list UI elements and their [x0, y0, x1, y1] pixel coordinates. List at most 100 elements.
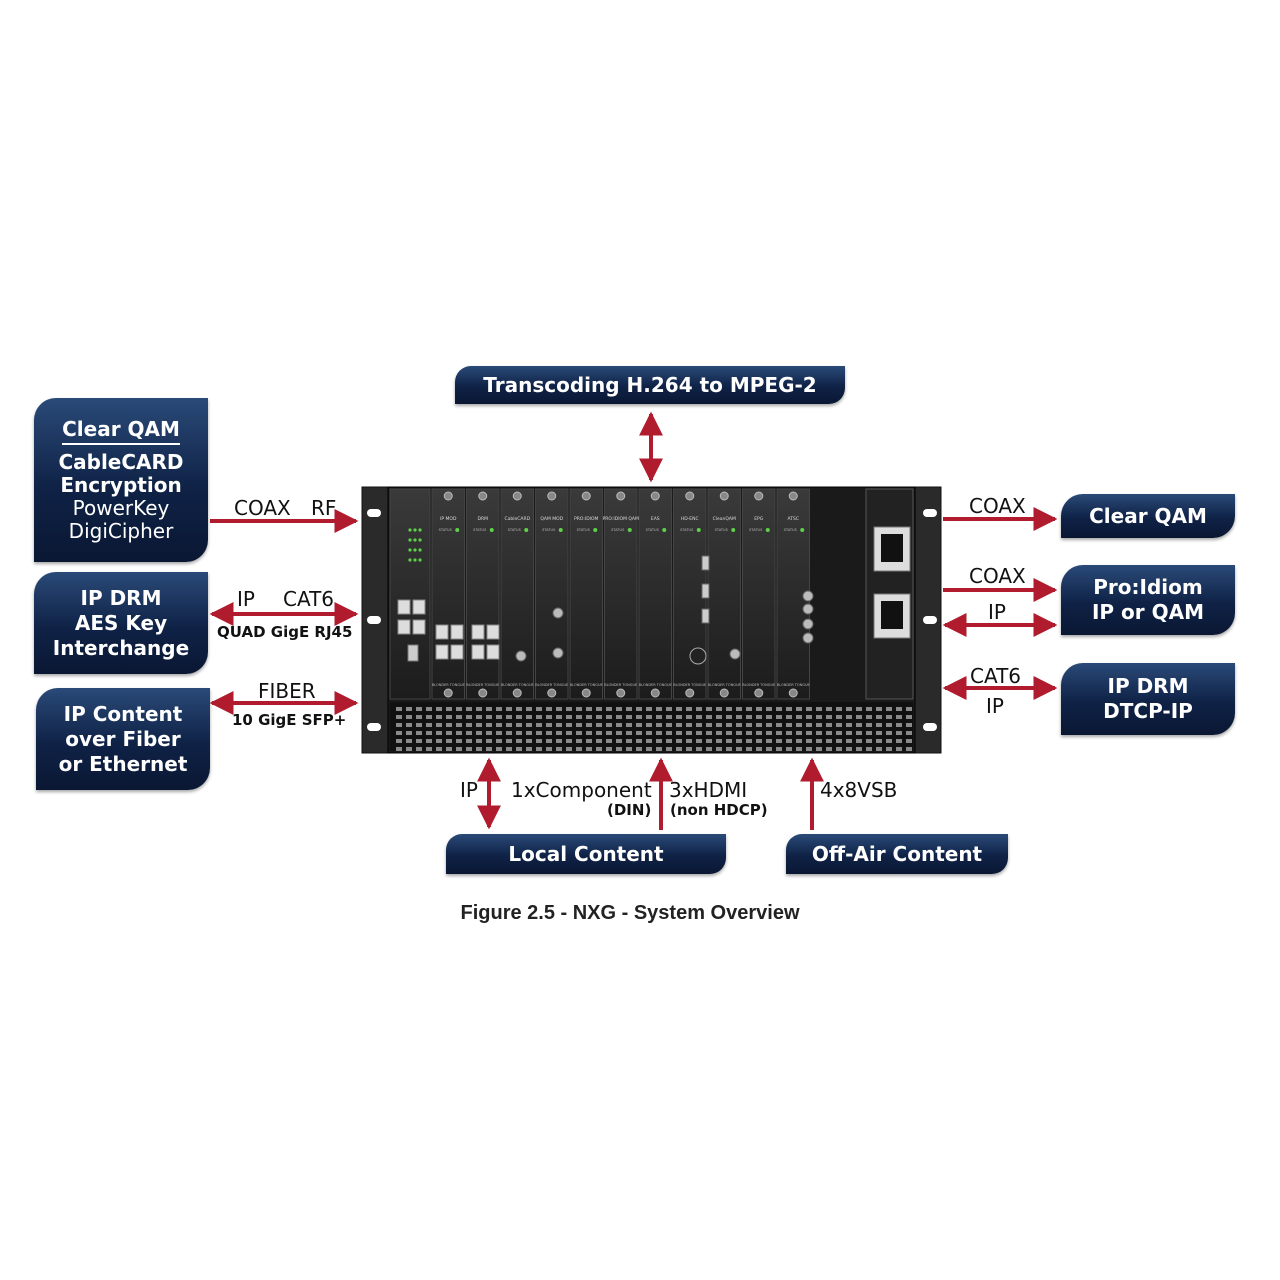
grille-vent: [466, 731, 472, 735]
grille-vent: [856, 731, 862, 735]
ip-drm-dtcp-box: IP DRM DTCP-IP: [1061, 663, 1235, 735]
grille-vent: [536, 707, 542, 711]
grille-vent: [816, 739, 822, 743]
grille-vent: [396, 731, 402, 735]
card-status-label: STATUS: [611, 528, 625, 532]
status-led: [413, 558, 417, 562]
grille-vent: [646, 731, 652, 735]
grille-vent: [706, 731, 712, 735]
rj45-port: [471, 624, 485, 640]
left2-cat6-label: CAT6: [283, 587, 335, 611]
grille-vent: [586, 723, 592, 727]
card-screw: [788, 491, 798, 501]
grille-vent: [866, 723, 872, 727]
grille-vent: [846, 731, 852, 735]
grille-vent: [576, 731, 582, 735]
grille-vent: [406, 731, 412, 735]
grille-vent: [676, 747, 682, 751]
grille-vent: [746, 731, 752, 735]
grille-vent: [736, 731, 742, 735]
atsc-coax-connector: [802, 618, 814, 630]
card-footer-label: BLONDER TONGUE: [673, 683, 706, 687]
grille-vent: [496, 731, 502, 735]
right2-coax-label: COAX: [969, 564, 1026, 588]
grille-vent: [396, 707, 402, 711]
grille-vent: [826, 715, 832, 719]
grille-vent: [656, 731, 662, 735]
grille-vent: [476, 715, 482, 719]
card-label: CleanQAM: [713, 516, 736, 522]
grille-vent: [616, 715, 622, 719]
grille-vent: [596, 707, 602, 711]
left3-10gige-label: 10 GigE SFP+: [232, 711, 347, 729]
status-led: [413, 528, 417, 532]
grille-vent: [396, 747, 402, 751]
status-led: [408, 538, 412, 542]
grille-vent: [486, 747, 492, 751]
grille-vent: [556, 715, 562, 719]
grille-vent: [716, 739, 722, 743]
grille-vent: [516, 723, 522, 727]
grille-vent: [846, 747, 852, 751]
grille-vent: [576, 707, 582, 711]
rj45-port: [471, 644, 485, 660]
rj45-port: [397, 619, 411, 635]
bottom-8vsb-label: 4x8VSB: [820, 778, 898, 802]
grille-vent: [526, 723, 532, 727]
status-led: [418, 548, 422, 552]
grille-vent: [636, 747, 642, 751]
card-screw: [650, 688, 660, 698]
slot-card: [500, 488, 534, 700]
grille-vent: [426, 723, 432, 727]
local-content-box: Local Content: [446, 834, 726, 874]
grille-vent: [826, 707, 832, 711]
grille-vent: [416, 707, 422, 711]
pro-idiom-box: Pro:Idiom IP or QAM: [1061, 565, 1235, 635]
grille-vent: [686, 707, 692, 711]
left1-rf-label: RF: [311, 496, 337, 520]
grille-vent: [896, 731, 902, 735]
grille-vent: [576, 739, 582, 743]
card-label: HD-ENC: [681, 516, 699, 522]
grille-vent: [426, 747, 432, 751]
card-status-led: [593, 528, 598, 532]
aes-key-line: AES Key: [74, 610, 168, 635]
over-fiber-line: over Fiber: [65, 726, 181, 751]
off-air-content-box: Off-Air Content: [786, 834, 1008, 874]
grille-vent: [446, 739, 452, 743]
grille-vent: [786, 723, 792, 727]
grille-vent: [516, 739, 522, 743]
grille-vent: [776, 707, 782, 711]
grille-vent: [896, 723, 902, 727]
card-screw: [650, 491, 660, 501]
grille-vent: [536, 739, 542, 743]
rj45-port: [486, 644, 500, 660]
grille-vent: [896, 747, 902, 751]
grille-vent: [546, 747, 552, 751]
grille-vent: [716, 715, 722, 719]
grille-vent: [466, 739, 472, 743]
coax-connector: [515, 650, 527, 662]
grille-vent: [726, 707, 732, 711]
status-led: [413, 538, 417, 542]
grille-vent: [796, 731, 802, 735]
grille-vent: [526, 707, 532, 711]
grille-vent: [836, 715, 842, 719]
grille-vent: [676, 739, 682, 743]
grille-vent: [646, 707, 652, 711]
grille-vent: [876, 707, 882, 711]
grille-vent: [746, 715, 752, 719]
card-status-led: [731, 528, 736, 532]
grille-vent: [886, 731, 892, 735]
grille-vent: [656, 747, 662, 751]
grille-vent: [606, 715, 612, 719]
grille-vent: [416, 715, 422, 719]
grille-vent: [626, 707, 632, 711]
figure-caption: Figure 2.5 - NXG - System Overview: [460, 902, 800, 924]
grille-vent: [556, 731, 562, 735]
grille-vent: [786, 715, 792, 719]
bottom-non-hdcp-label: (non HDCP): [670, 801, 768, 819]
right3-cat6-label: CAT6: [970, 664, 1022, 688]
card-screw: [547, 491, 557, 501]
grille-vent: [456, 723, 462, 727]
